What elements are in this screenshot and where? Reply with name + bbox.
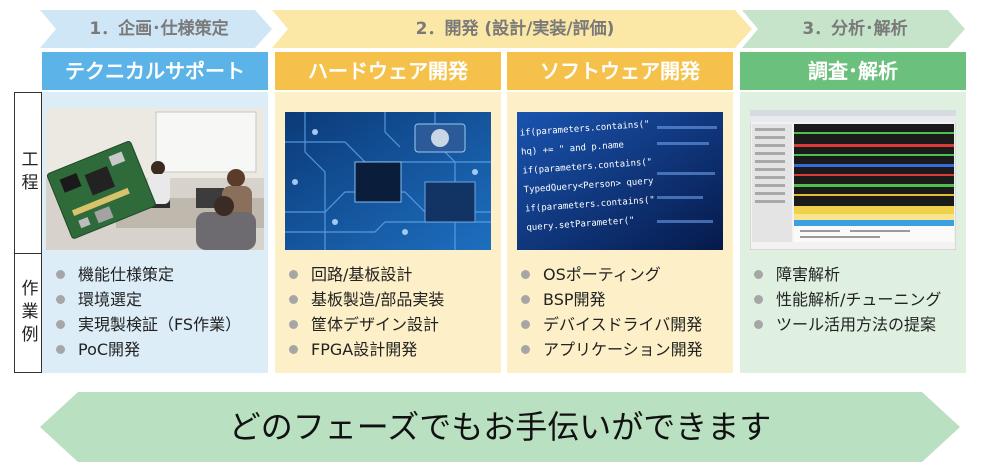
list-item: 機能仕様策定: [46, 262, 241, 287]
phase-label-planning: 1．企画･仕様策定: [89, 19, 229, 39]
list-item: ツール活用方法の提案: [744, 312, 941, 337]
list-analysis: 障害解析 性能解析/チューニング ツール活用方法の提案: [744, 262, 941, 337]
list-software: OSポーティング BSP開発 デバイスドライバ開発 アプリケーション開発: [511, 262, 703, 362]
side-label-examples: 作業例: [14, 253, 42, 373]
banner-text: どのフェーズでもお手伝いができます: [228, 408, 772, 446]
column-header-technical-support: テクニカルサポート: [42, 52, 268, 90]
code-lines: if(parameters.contains(" hq) += " and p.…: [519, 116, 657, 239]
phase-label-development: 2．開発 (設計/実装/評価): [415, 19, 615, 39]
list-technical-support: 機能仕様策定 環境選定 実現製検証（FS作業） PoC開発: [46, 262, 241, 362]
column-header-software: ソフトウェア開発: [507, 52, 733, 90]
phase-arrow-development: [272, 10, 752, 48]
list-item: アプリケーション開発: [511, 337, 703, 362]
list-item: 実現製検証（FS作業）: [46, 312, 241, 337]
phase-arrows: [40, 10, 965, 48]
side-label-examples-text: 作業例: [17, 278, 38, 348]
list-item: BSP開発: [511, 287, 703, 312]
list-item: PoC開発: [46, 337, 241, 362]
side-label-process: 工程: [14, 92, 42, 254]
list-item: 基板製造/部品実装: [279, 287, 444, 312]
phase-label-analysis: 3．分析･解析: [802, 19, 908, 39]
list-item: OSポーティング: [511, 262, 703, 287]
list-item: 性能解析/チューニング: [744, 287, 941, 312]
phase-arrow-analysis: [742, 10, 965, 48]
list-item: 筐体デザイン設計: [279, 312, 444, 337]
list-item: FPGA設計開発: [279, 337, 444, 362]
photo-office-board: [46, 108, 264, 250]
phase-arrow-planning: [40, 10, 272, 48]
photo-source-code: if(parameters.contains(" hq) += " and p.…: [517, 112, 723, 250]
column-header-hardware: ハードウェア開発: [275, 52, 501, 90]
list-item: 環境選定: [46, 287, 241, 312]
list-hardware: 回路/基板設計 基板製造/部品実装 筐体デザイン設計 FPGA設計開発: [279, 262, 444, 362]
list-item: デバイスドライバ開発: [511, 312, 703, 337]
photo-circuit-board: [285, 112, 491, 250]
list-item: 障害解析: [744, 262, 941, 287]
banner-double-arrow: [40, 392, 960, 462]
column-header-analysis: 調査･解析: [740, 52, 966, 90]
side-label-process-text: 工程: [17, 150, 38, 196]
screenshot-analysis-tool: [750, 110, 956, 250]
list-item: 回路/基板設計: [279, 262, 444, 287]
